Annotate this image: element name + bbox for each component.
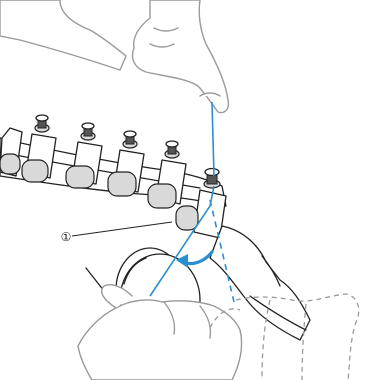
callout-1-label: ① (61, 230, 72, 244)
callout-1: ① (61, 222, 172, 244)
lower-hand-icon (78, 285, 359, 380)
thread-guide-1 (0, 128, 22, 176)
upper-hand-icon (0, 0, 228, 113)
